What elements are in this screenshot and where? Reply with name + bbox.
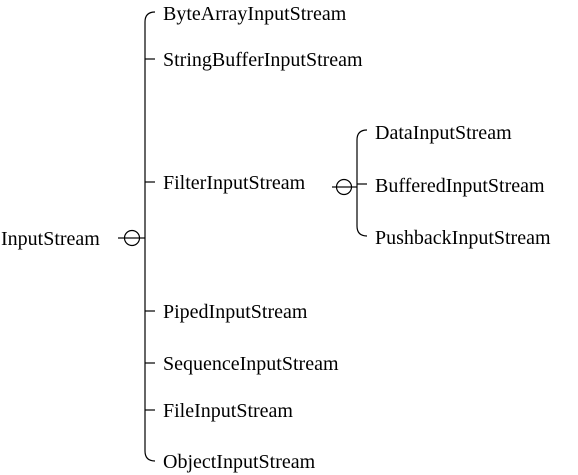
filter-bracket [356,129,368,237]
child-label: FileInputStream [163,400,293,422]
root-collapse-icon[interactable] [123,229,141,247]
child-label: ByteArrayInputStream [163,3,347,25]
child-label: SequenceInputStream [163,353,339,375]
filter-child-label: BufferedInputStream [375,175,545,197]
filter-child-label: PushbackInputStream [375,227,551,249]
filter-child-label: DataInputStream [375,122,512,144]
child-label: StringBufferInputStream [163,49,363,71]
main-bracket [144,11,156,462]
root-label: InputStream [1,228,100,250]
child-label: ObjectInputStream [163,451,316,473]
filter-collapse-icon[interactable] [335,178,353,196]
child-label: PipedInputStream [163,301,308,323]
child-label: FilterInputStream [163,172,306,194]
